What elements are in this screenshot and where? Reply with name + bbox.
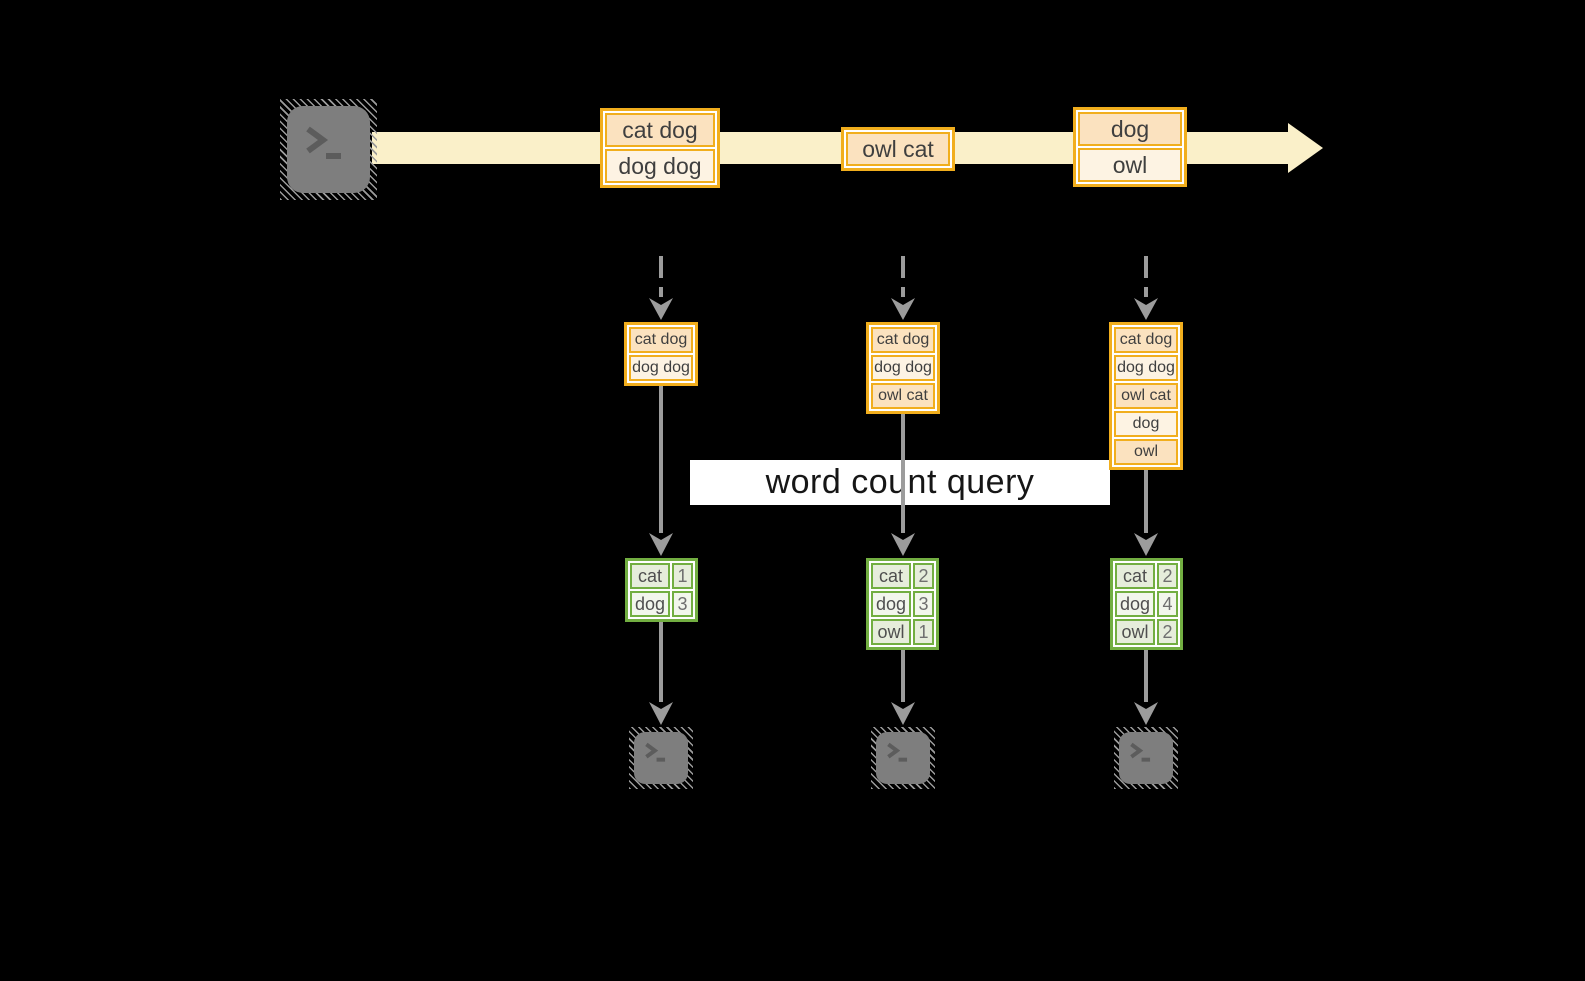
record-cell: cat dog	[1114, 327, 1178, 353]
stream-batch-1: cat dog dog dog	[600, 108, 720, 188]
terminal-body	[876, 732, 930, 784]
word-cell: owl	[1115, 619, 1155, 645]
query-arrow-group	[649, 386, 1158, 556]
count-cell: 1	[672, 563, 693, 589]
record-cell: dog dog	[629, 355, 693, 381]
sink-arrow-group	[649, 622, 1158, 725]
dashed-arrowhead-3	[1134, 298, 1158, 320]
count-table-1: cat 1 dog 3	[625, 558, 698, 622]
sink-arrowhead-2	[891, 702, 915, 725]
record-cell: owl cat	[1114, 383, 1178, 409]
sink-arrowhead-1	[649, 702, 673, 725]
record-cell: dog dog	[1114, 355, 1178, 381]
record-cell: owl cat	[871, 383, 935, 409]
source-terminal-icon	[280, 99, 377, 200]
terminal-body	[287, 106, 370, 193]
terminal-body	[1119, 732, 1173, 784]
word-cell: dog	[1115, 591, 1155, 617]
terminal-prompt-icon	[306, 126, 341, 159]
buffer-stack-2: cat dog dog dog owl cat	[866, 322, 940, 414]
count-cell: 1	[913, 619, 934, 645]
flow-arrowhead-3	[1134, 533, 1158, 556]
terminal-body	[634, 732, 688, 784]
record-cell: cat dog	[629, 327, 693, 353]
buffer-stack-3: cat dog dog dog owl cat dog owl	[1109, 322, 1183, 470]
word-cell: cat	[630, 563, 670, 589]
dashed-arrow-group	[649, 256, 1158, 320]
count-cell: 2	[913, 563, 934, 589]
record-cell: cat dog	[605, 113, 715, 147]
word-cell: dog	[871, 591, 911, 617]
dashed-arrowhead-1	[649, 298, 673, 320]
count-table-3: cat 2 dog 4 owl 2	[1110, 558, 1183, 650]
terminal-prompt-icon	[887, 742, 908, 762]
record-cell: dog dog	[871, 355, 935, 381]
stream-batch-2: owl cat	[841, 127, 955, 171]
sink-arrowhead-3	[1134, 702, 1158, 725]
sink-terminal-icon-3	[1114, 727, 1178, 789]
terminal-prompt-icon	[1130, 742, 1151, 762]
count-cell: 3	[672, 591, 693, 617]
record-cell: owl	[1114, 439, 1178, 465]
flow-arrowhead-1	[649, 533, 673, 556]
count-cell: 2	[1157, 619, 1178, 645]
count-cell: 4	[1157, 591, 1178, 617]
sink-terminal-icon-2	[871, 727, 935, 789]
dashed-arrowhead-2	[891, 298, 915, 320]
query-label: word count query	[765, 463, 1035, 501]
word-cell: cat	[1115, 563, 1155, 589]
sink-terminal-icon-1	[629, 727, 693, 789]
record-cell: owl cat	[846, 132, 950, 166]
record-cell: dog dog	[605, 149, 715, 183]
record-cell: dog	[1078, 112, 1182, 146]
buffer-stack-1: cat dog dog dog	[624, 322, 698, 386]
count-table-2: cat 2 dog 3 owl 1	[866, 558, 939, 650]
count-cell: 3	[913, 591, 934, 617]
query-label-band: word count query	[690, 460, 1110, 505]
record-cell: owl	[1078, 148, 1182, 182]
record-cell: cat dog	[871, 327, 935, 353]
flow-arrowhead-2	[891, 533, 915, 556]
count-cell: 2	[1157, 563, 1178, 589]
stream-batch-3: dog owl	[1073, 107, 1187, 187]
word-cell: cat	[871, 563, 911, 589]
word-cell: dog	[630, 591, 670, 617]
word-cell: owl	[871, 619, 911, 645]
terminal-prompt-icon	[645, 742, 666, 762]
record-cell: dog	[1114, 411, 1178, 437]
